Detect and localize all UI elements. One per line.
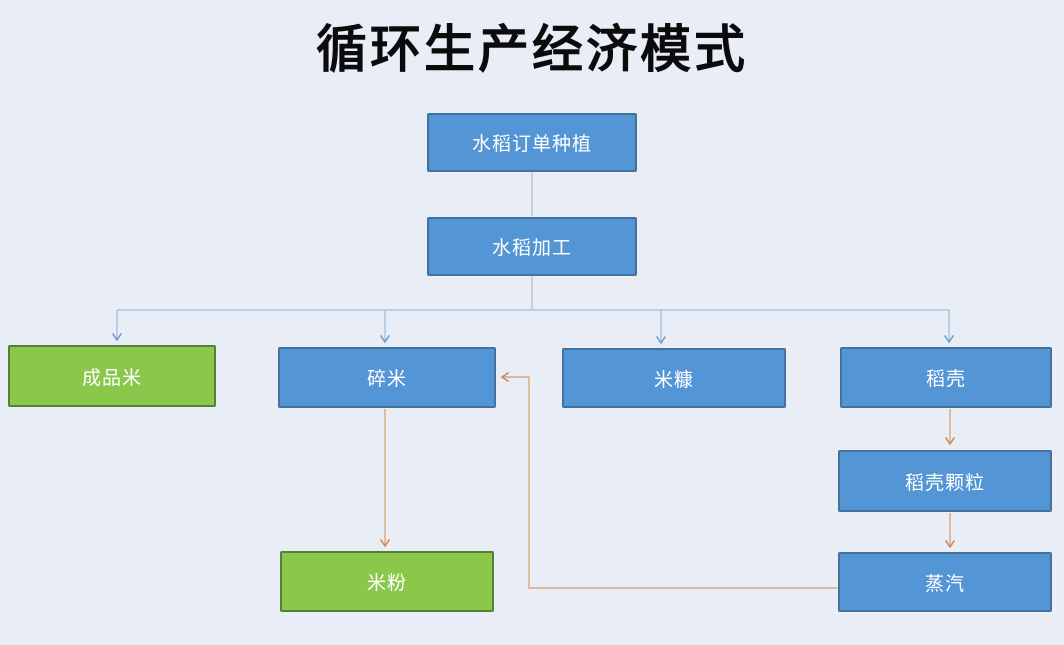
node-steam-label: 蒸汽: [924, 572, 965, 595]
node-rice-noodles: 米粉: [280, 551, 494, 612]
diagram-title: 循环生产经济模式: [315, 21, 748, 80]
node-rice-planting-label: 水稻订单种植: [471, 133, 592, 155]
node-rice-bran-label: 米糠: [653, 368, 694, 391]
node-finished-rice-label: 成品米: [81, 366, 142, 389]
node-finished-rice: 成品米: [8, 345, 216, 407]
node-rice-processing-label: 水稻加工: [491, 237, 572, 259]
node-broken-rice-label: 碎米: [366, 368, 407, 390]
node-rice-husk-label: 稻壳: [925, 368, 966, 390]
node-steam: 蒸汽: [838, 552, 1052, 612]
node-husk-pellets: 稻壳颗粒: [838, 450, 1052, 512]
node-husk-pellets-label: 稻壳颗粒: [904, 471, 985, 494]
node-rice-bran: 米糠: [562, 348, 786, 408]
node-rice-noodles-label: 米粉: [366, 572, 407, 594]
node-rice-husk: 稻壳: [840, 347, 1052, 408]
node-broken-rice: 碎米: [278, 347, 496, 408]
edge-steam-to-broken-rice-feedback: [500, 371, 838, 589]
node-rice-planting: 水稻订单种植: [427, 113, 637, 172]
node-rice-processing: 水稻加工: [427, 217, 637, 276]
